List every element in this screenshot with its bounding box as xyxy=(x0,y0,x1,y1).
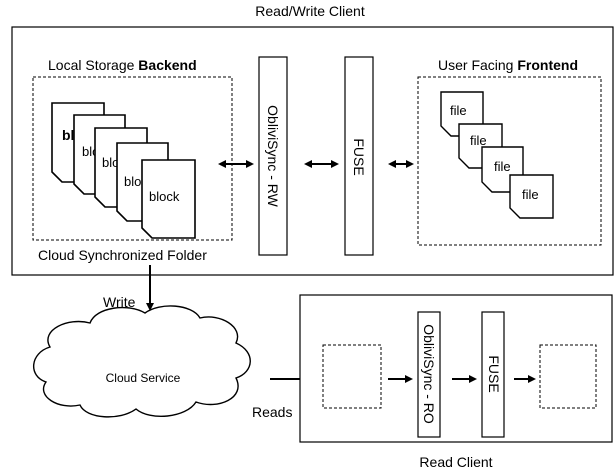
oblivisync-rw-box xyxy=(258,56,288,256)
block-doc: block xyxy=(141,159,196,239)
svg-text:file: file xyxy=(494,159,511,174)
read-client-box xyxy=(299,294,613,443)
file-doc: file xyxy=(509,174,554,219)
file-stack: file file file file xyxy=(440,91,554,219)
backend-folder xyxy=(32,76,233,241)
read-client-title: Read Client xyxy=(419,454,492,470)
fuse-ro-box xyxy=(481,311,505,438)
svg-text:file: file xyxy=(450,103,467,118)
write-label: Write xyxy=(103,294,136,310)
svg-text:file: file xyxy=(470,133,487,148)
svg-text:block: block xyxy=(149,189,180,204)
frontend-folder xyxy=(417,76,602,246)
cloud-service: Cloud Service xyxy=(33,305,251,418)
block-stack: block block block block block xyxy=(51,102,196,239)
read-frontend-folder xyxy=(539,344,597,409)
fuse-rw-label: FUSE xyxy=(351,138,367,175)
fuse-rw-box xyxy=(344,56,374,256)
reads-label: Reads xyxy=(252,404,292,420)
oblivisync-ro-label: ObliviSync - RO xyxy=(421,324,437,424)
folder-label: Cloud Synchronized Folder xyxy=(38,247,207,263)
backend-label: Local Storage Backend xyxy=(48,57,197,73)
read-backend-folder xyxy=(322,344,382,409)
oblivisync-ro-box xyxy=(417,311,441,438)
oblivisync-rw-label: ObliviSync - RW xyxy=(265,105,281,207)
fuse-ro-label: FUSE xyxy=(486,355,502,392)
cloud-service-label: Cloud Service xyxy=(106,371,181,385)
rw-client-title: Read/Write Client xyxy=(255,3,365,19)
svg-text:file: file xyxy=(522,187,539,202)
frontend-label: User Facing Frontend xyxy=(438,57,578,73)
